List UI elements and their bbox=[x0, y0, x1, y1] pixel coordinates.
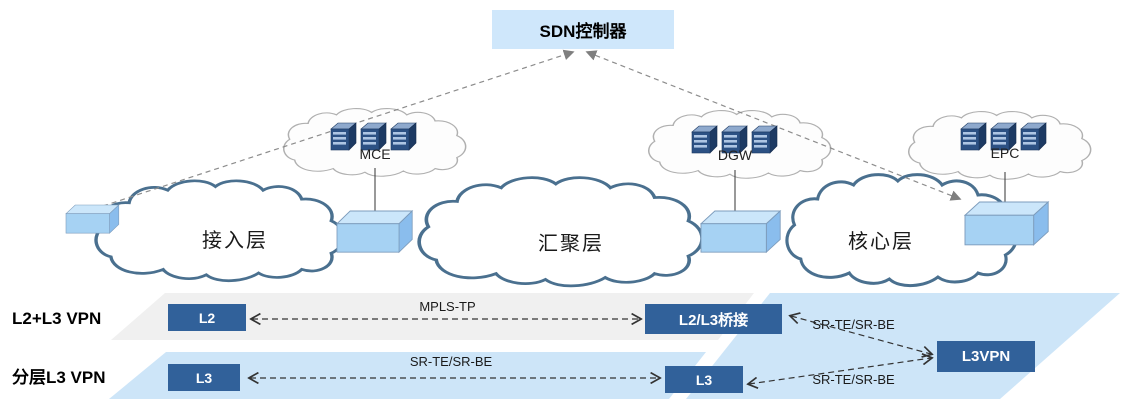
link-label-sr-row2: SR-TE/SR-BE bbox=[409, 354, 493, 369]
node-l2l3-bridge: L2/L3桥接 bbox=[645, 304, 782, 334]
link-label-sr-lower: SR-TE/SR-BE bbox=[812, 372, 895, 387]
row-title-l2l3-vpn: L2+L3 VPN bbox=[12, 309, 102, 328]
node-l3-left: L3 bbox=[168, 364, 240, 391]
sdn-controller-box: SDN控制器 bbox=[492, 10, 674, 49]
node-l3vpn: L3VPN bbox=[937, 341, 1035, 372]
access-layer-label: 接入层 bbox=[202, 230, 268, 252]
sr-arrow-l3-to-l3vpn bbox=[749, 358, 931, 384]
link-label-mpls-tp: MPLS-TP bbox=[419, 299, 476, 314]
row-title-hierarchical-l3-vpn: 分层L3 VPN bbox=[12, 368, 106, 387]
mce-label: MCE bbox=[359, 146, 391, 162]
epc-label: EPC bbox=[990, 145, 1020, 161]
core-layer-label: 核心层 bbox=[848, 231, 914, 253]
sr-arrow-bridge-to-l3vpn bbox=[791, 316, 931, 354]
dgw-label: DGW bbox=[717, 147, 753, 163]
aggregation-layer-label: 汇聚层 bbox=[538, 233, 604, 255]
access-edge-device bbox=[65, 204, 120, 234]
node-l2: L2 bbox=[168, 304, 246, 331]
node-l3-right: L3 bbox=[665, 366, 743, 393]
aggregation-core-device bbox=[700, 210, 781, 253]
link-label-sr-upper: SR-TE/SR-BE bbox=[812, 317, 895, 332]
access-aggregation-device bbox=[336, 210, 413, 253]
core-device bbox=[964, 201, 1049, 246]
controller-link-right bbox=[585, 50, 962, 201]
